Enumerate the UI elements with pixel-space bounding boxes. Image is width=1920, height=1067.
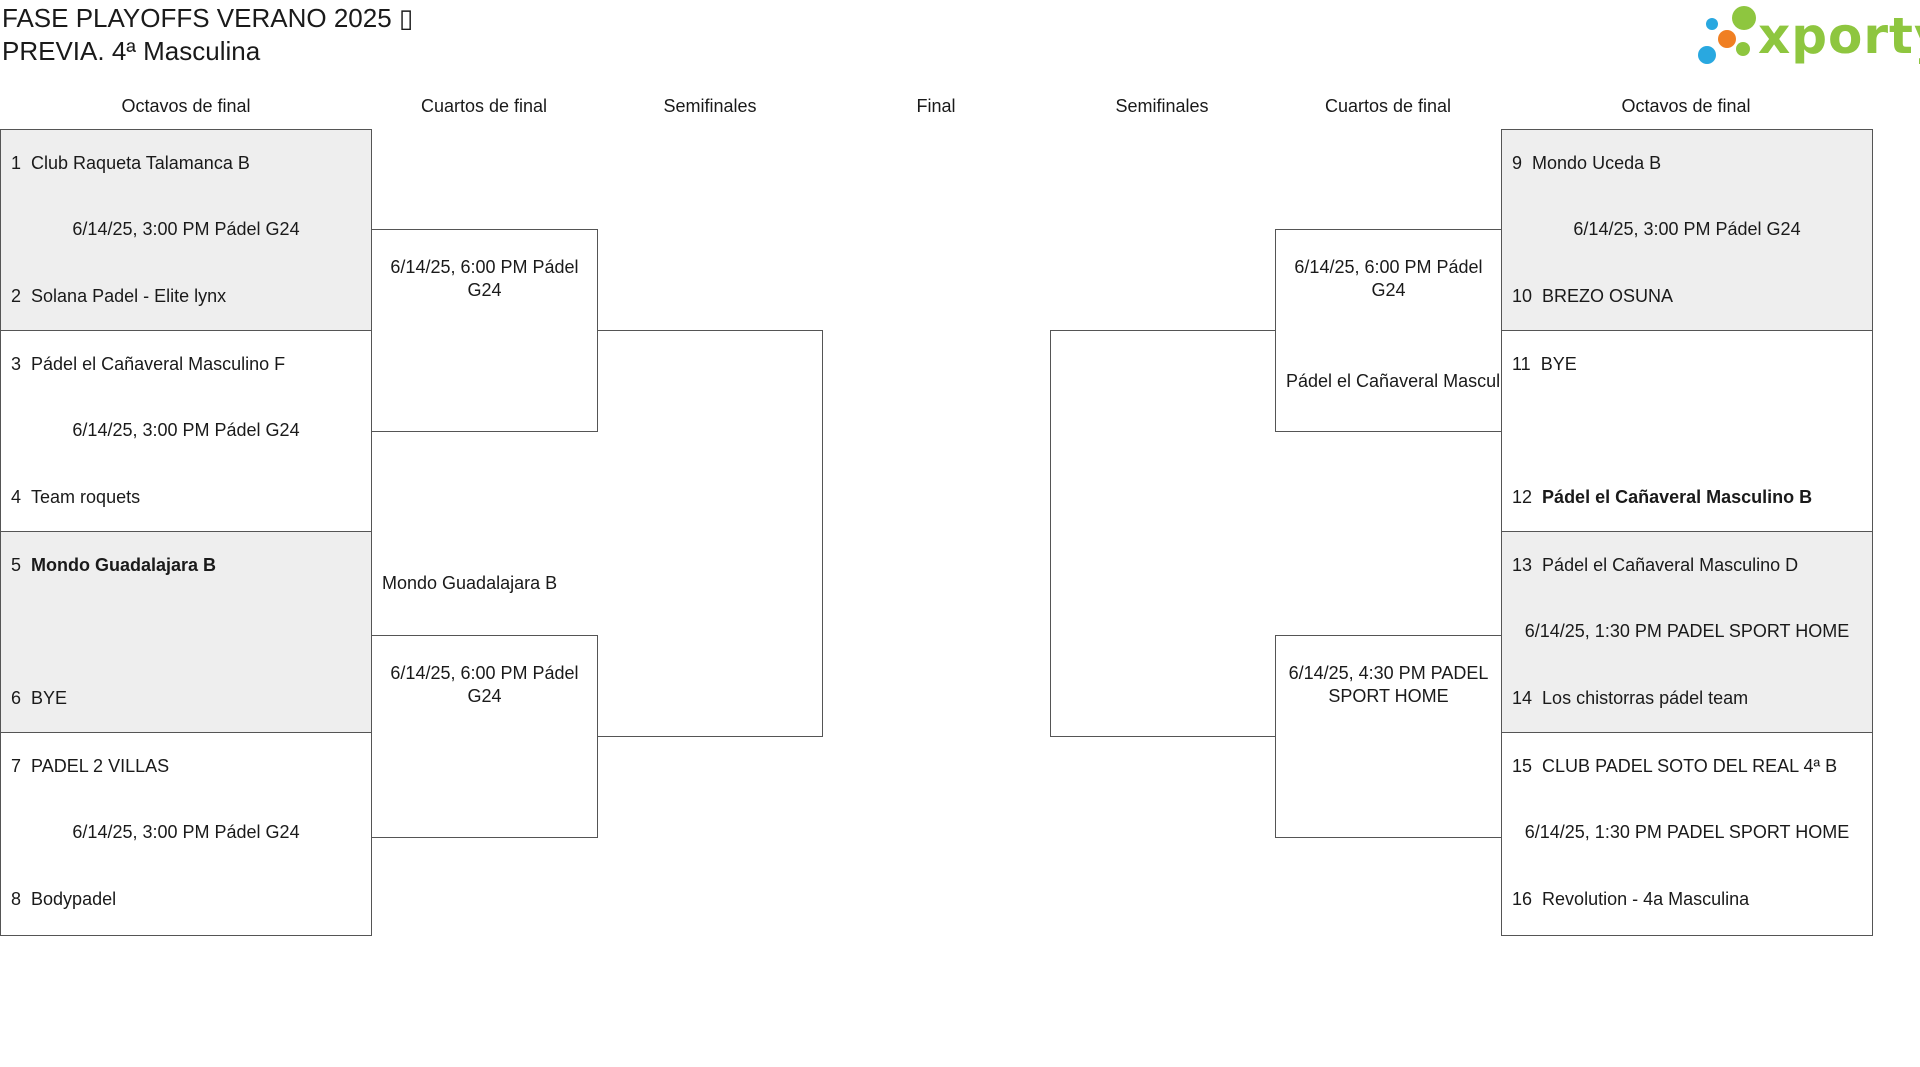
match-right-octavos-2[interactable]: 11 BYE 12 Pádel el Cañaveral Masculino B — [1501, 330, 1873, 532]
match-schedule: 6/14/25, 3:00 PM Pádel G24 — [72, 822, 300, 842]
advanced-team-label: Mondo Guadalajara B — [382, 573, 558, 593]
match-left-cuartos-1[interactable]: 6/14/25, 6:00 PM Pádel G24 — [371, 229, 598, 432]
match-right-octavos-3[interactable]: 13 Pádel el Cañaveral Masculino D 6/14/2… — [1501, 531, 1873, 733]
match-right-octavos-4[interactable]: 15 CLUB PADEL SOTO DEL REAL 4ª B 6/14/25… — [1501, 732, 1873, 936]
logo-dot-green — [1732, 6, 1756, 30]
col-right-cuartos: Cuartos de final — [1324, 96, 1452, 116]
team-row: 15 CLUB PADEL SOTO DEL REAL 4ª B — [1512, 756, 1838, 776]
col-right-semis: Semifinales — [1115, 96, 1209, 116]
team-row: 16 Revolution - 4a Masculina — [1512, 889, 1750, 909]
match-schedule: 6/14/25, 3:00 PM Pádel G24 — [1573, 219, 1801, 239]
col-left-semis: Semifinales — [663, 96, 757, 116]
page-title: FASE PLAYOFFS VERANO 2025 ▯ PREVIA. 4ª M… — [2, 2, 413, 68]
match-schedule: 6/14/25, 3:00 PM Pádel G24 — [72, 420, 300, 440]
team-row: 10 BREZO OSUNA — [1512, 286, 1674, 306]
title-line-2: PREVIA. 4ª Masculina — [2, 36, 261, 66]
team-row: 9 Mondo Uceda B — [1512, 153, 1662, 173]
team-row: 6 BYE — [11, 688, 68, 708]
match-left-octavos-4[interactable]: 7 PADEL 2 VILLAS 6/14/25, 3:00 PM Pádel … — [0, 732, 372, 936]
match-schedule: 6/14/25, 6:00 PM Pádel G24 — [390, 663, 579, 706]
col-left-cuartos: Cuartos de final — [420, 96, 548, 116]
match-left-octavos-1[interactable]: 1 Club Raqueta Talamanca B 6/14/25, 3:00… — [0, 129, 372, 331]
title-line-1: FASE PLAYOFFS VERANO 2025 ▯ — [2, 3, 414, 33]
team-row: 1 Club Raqueta Talamanca B — [11, 153, 250, 173]
match-right-cuartos-2[interactable]: 6/14/25, 4:30 PM PADEL SPORT HOME — [1275, 635, 1502, 838]
logo-text: xporty — [1758, 7, 1920, 65]
team-row: 2 Solana Padel - Elite lynx — [11, 286, 227, 306]
match-left-octavos-3[interactable]: 5 Mondo Guadalajara B 6 BYE — [0, 531, 372, 733]
team-row: 14 Los chistorras pádel team — [1512, 688, 1749, 708]
match-right-octavos-1[interactable]: 9 Mondo Uceda B 6/14/25, 3:00 PM Pádel G… — [1501, 129, 1873, 331]
right-semifinal-connector — [1050, 330, 1276, 737]
advanced-team-label: Pádel el Cañaveral Masculino B — [1286, 371, 1501, 391]
col-right-octavos: Octavos de final — [1621, 96, 1751, 116]
team-row: 8 Bodypadel — [11, 889, 117, 909]
xporty-logo: xporty — [1696, 4, 1920, 68]
team-row: 7 PADEL 2 VILLAS — [11, 756, 170, 776]
match-schedule: 6/14/25, 1:30 PM PADEL SPORT HOME — [1524, 621, 1850, 641]
match-schedule: 6/14/25, 6:00 PM Pádel G24 — [1294, 257, 1483, 300]
team-row: 3 Pádel el Cañaveral Masculino F — [11, 354, 286, 374]
match-schedule: 6/14/25, 1:30 PM PADEL SPORT HOME — [1524, 822, 1850, 842]
left-semifinal-connector — [597, 330, 823, 737]
col-final: Final — [916, 96, 956, 116]
col-left-octavos: Octavos de final — [121, 96, 251, 116]
match-schedule: 6/14/25, 3:00 PM Pádel G24 — [72, 219, 300, 239]
team-row-winner: 5 Mondo Guadalajara B — [11, 555, 217, 575]
match-left-cuartos-2[interactable]: 6/14/25, 6:00 PM Pádel G24 — [371, 635, 598, 838]
match-schedule: 6/14/25, 6:00 PM Pádel G24 — [390, 257, 579, 300]
logo-dot-green-small — [1736, 42, 1750, 56]
team-row: 13 Pádel el Cañaveral Masculino D — [1512, 555, 1799, 575]
logo-dot-blue-small — [1706, 18, 1718, 30]
team-row-winner: 12 Pádel el Cañaveral Masculino B — [1512, 487, 1813, 507]
match-left-octavos-2[interactable]: 3 Pádel el Cañaveral Masculino F 6/14/25… — [0, 330, 372, 532]
team-row: 11 BYE — [1512, 354, 1577, 374]
match-right-cuartos-1[interactable]: 6/14/25, 6:00 PM Pádel G24 Pádel el Caña… — [1275, 229, 1502, 432]
match-schedule: 6/14/25, 4:30 PM PADEL SPORT HOME — [1288, 663, 1489, 706]
team-row: 4 Team roquets — [11, 487, 141, 507]
logo-dot-orange — [1718, 30, 1736, 48]
logo-dot-blue — [1698, 46, 1716, 64]
